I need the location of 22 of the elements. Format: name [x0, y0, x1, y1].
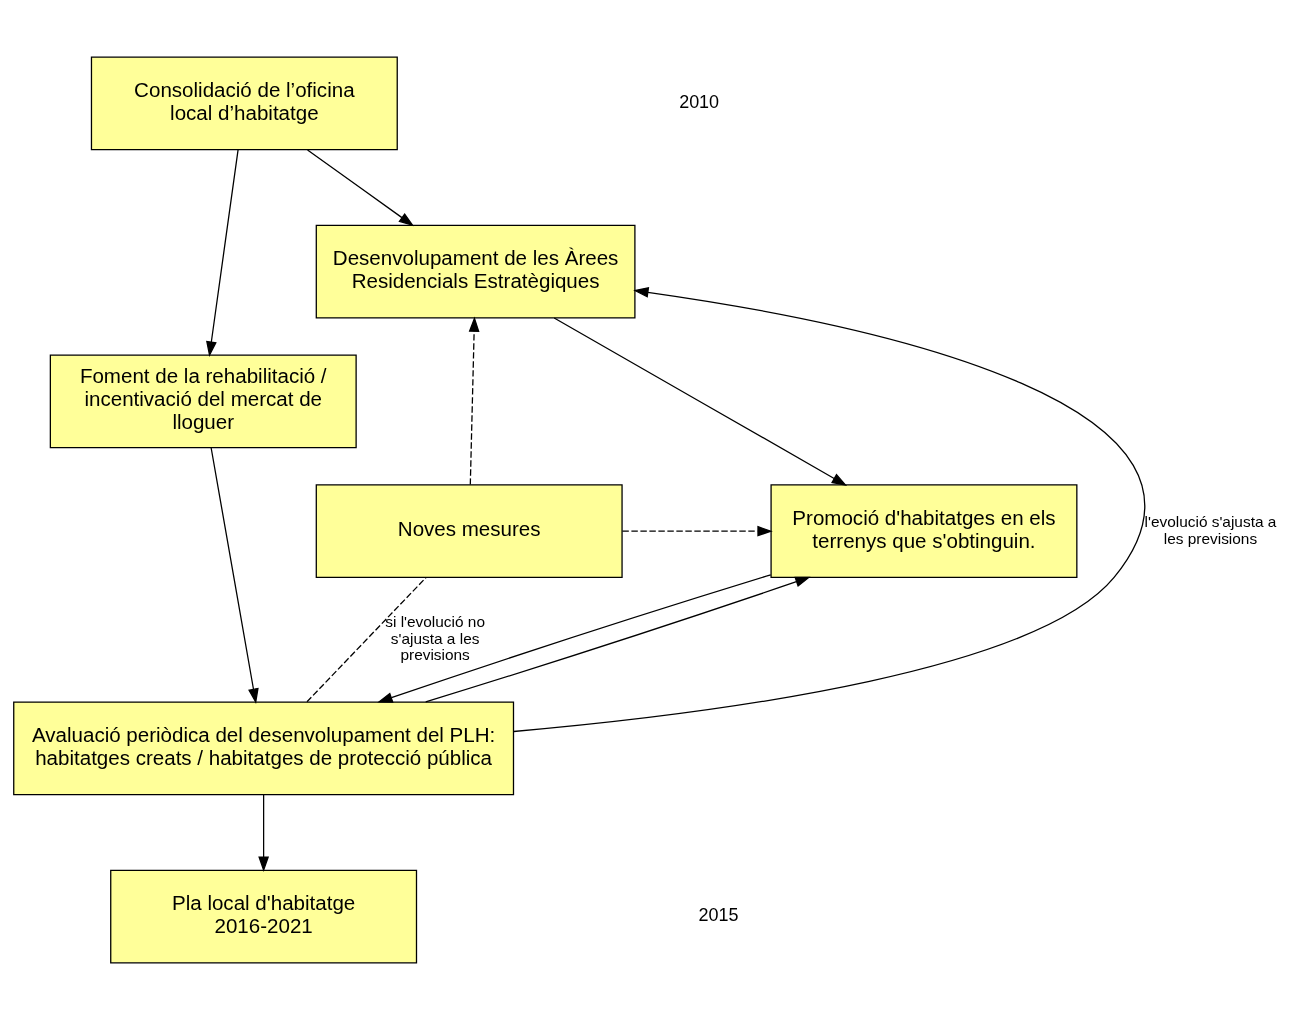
- connector: [306, 576, 427, 702]
- arrow: [206, 148, 239, 357]
- node-box: Avaluació periòdica del desenvolupament del PLH: habitatges creats / habitatges de protecció pública: [13, 700, 515, 795]
- node-box: Promoció d'habitatges en els terrenys que s'obtinguin.: [770, 483, 1078, 578]
- edge-label: l'evolució s'ajusta a les previsions: [1144, 512, 1277, 547]
- arrow: [621, 525, 773, 537]
- arrow: [553, 316, 848, 486]
- node-box: Desenvolupament de les Àrees Residencials Estratègiques: [315, 224, 636, 319]
- edge-label: si l'evolució no s'ajusta a les previsions: [385, 612, 485, 663]
- node-box: Noves mesures: [315, 483, 623, 578]
- label: 2015: [698, 904, 739, 925]
- label: 2010: [679, 91, 720, 112]
- arrow: [468, 315, 480, 485]
- arrow: [258, 793, 270, 872]
- arrow: [377, 573, 772, 703]
- arrow: [306, 148, 415, 226]
- node-box: Pla local d'habitatge 2016-2021: [110, 869, 418, 963]
- node-box: Foment de la rehabilitació / incentivació del mercat de lloguer: [49, 354, 357, 448]
- arrow: [210, 446, 259, 704]
- arrow: [513, 286, 1146, 732]
- arrow: [425, 576, 811, 703]
- node-box: Consolidació de l’oficina local d’habitatge: [90, 56, 398, 150]
